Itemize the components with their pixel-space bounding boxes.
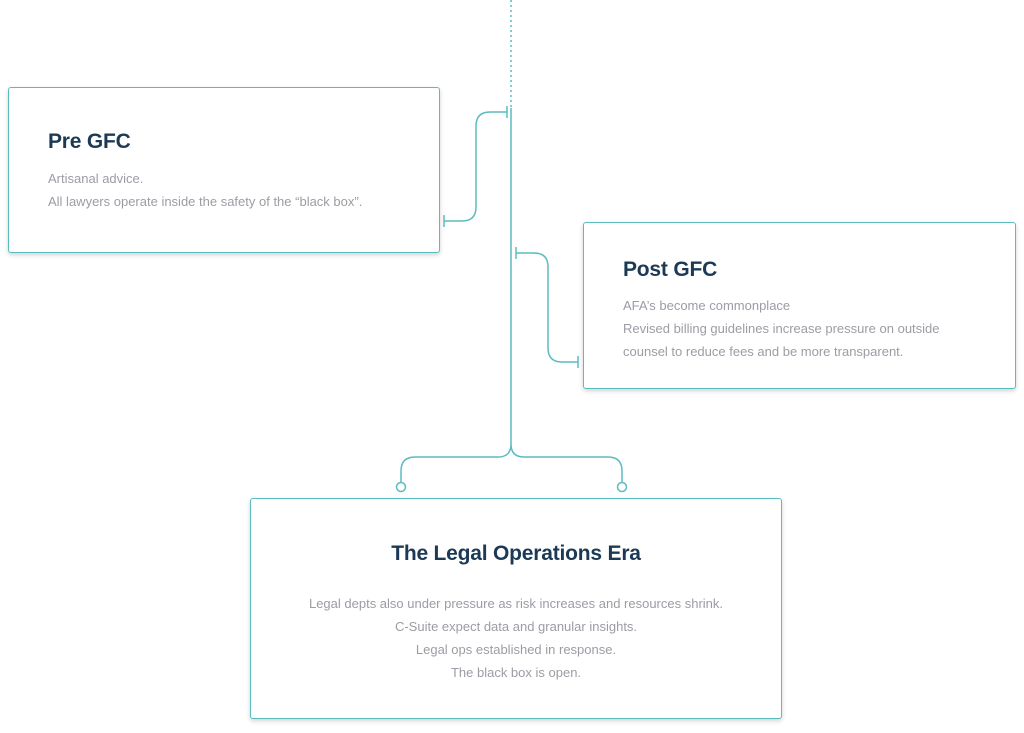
era-split-connector (400, 443, 623, 482)
pre-gfc-title: Pre GFC (48, 130, 131, 153)
pre-gfc-line: All lawyers operate inside the safety of… (48, 194, 363, 209)
pre-gfc-connector (444, 111, 507, 222)
legal-ops-era-card: The Legal Operations Era Legal depts als… (250, 498, 782, 719)
pre-gfc-card: Pre GFC Artisanal advice. All lawyers op… (8, 87, 440, 253)
legal-ops-era-title: The Legal Operations Era (391, 542, 641, 565)
era-connector-node-right (616, 481, 628, 493)
pre-gfc-description: Artisanal advice. All lawyers operate in… (48, 167, 362, 213)
post-gfc-description: AFA’s become commonplace Revised billing… (623, 294, 993, 363)
post-gfc-card: Post GFC AFA’s become commonplace Revise… (583, 222, 1016, 389)
post-gfc-line: Revised billing guidelines increase pres… (623, 321, 940, 336)
pre-gfc-line: Artisanal advice. (48, 171, 144, 186)
legal-ops-era-line: The black box is open. (450, 665, 582, 680)
post-gfc-line: AFA’s become commonplace (623, 298, 791, 313)
era-connector-node-left (395, 481, 407, 493)
post-gfc-title: Post GFC (623, 258, 718, 281)
legal-ops-era-line: C-Suite expect data and granular insight… (394, 619, 638, 634)
legal-ops-era-description: Legal depts also under pressure as risk … (251, 592, 781, 684)
post-gfc-connector (516, 252, 578, 363)
legal-ops-era-line: Legal ops established in response. (415, 642, 617, 657)
legal-ops-era-line: Legal depts also under pressure as risk … (308, 596, 724, 611)
post-gfc-line: counsel to reduce fees and be more trans… (623, 344, 904, 359)
